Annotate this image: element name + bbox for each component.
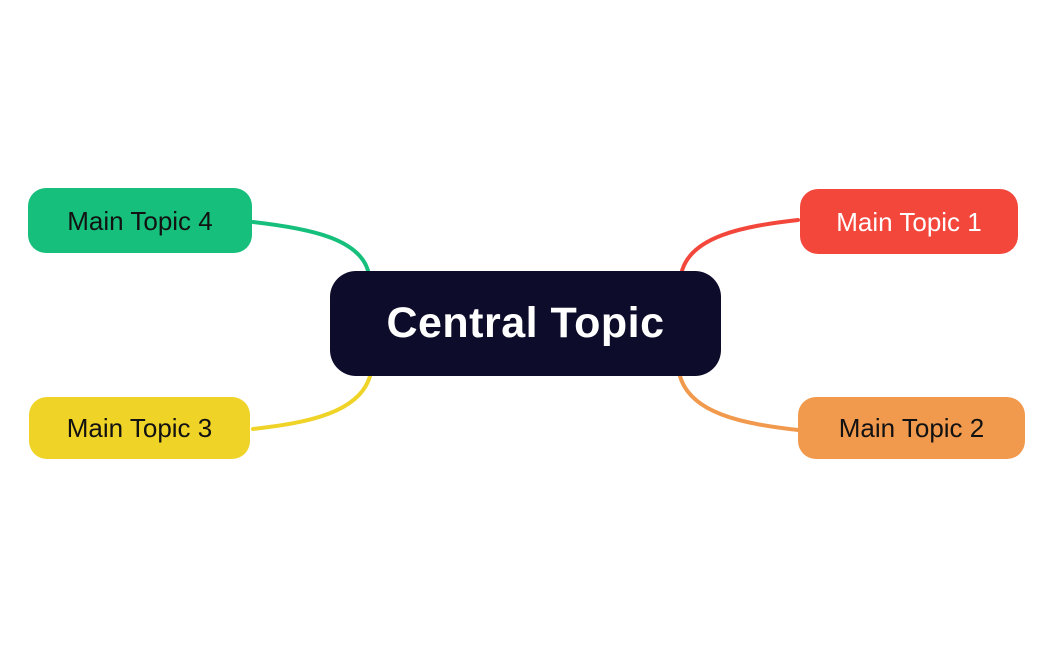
- main-topic-3-node[interactable]: Main Topic 3: [29, 397, 250, 459]
- main-topic-4-node[interactable]: Main Topic 4: [28, 188, 252, 253]
- main-topic-3-label: Main Topic 3: [66, 413, 213, 443]
- central-topic-label: Central Topic: [386, 299, 665, 347]
- connector-main-topic-4: [251, 220, 371, 277]
- connector-main-topic-1: [679, 218, 800, 277]
- central-topic-node[interactable]: Central Topic: [330, 271, 721, 376]
- main-topic-1-label: Main Topic 1: [836, 206, 982, 237]
- main-topic-2-node[interactable]: Main Topic 2: [798, 397, 1025, 459]
- connector-main-topic-3: [251, 370, 373, 431]
- main-topic-1-node[interactable]: Main Topic 1: [800, 189, 1018, 254]
- connector-main-topic-2: [677, 370, 800, 432]
- main-topic-4-label: Main Topic 4: [67, 205, 213, 236]
- main-topic-2-label: Main Topic 2: [838, 413, 985, 443]
